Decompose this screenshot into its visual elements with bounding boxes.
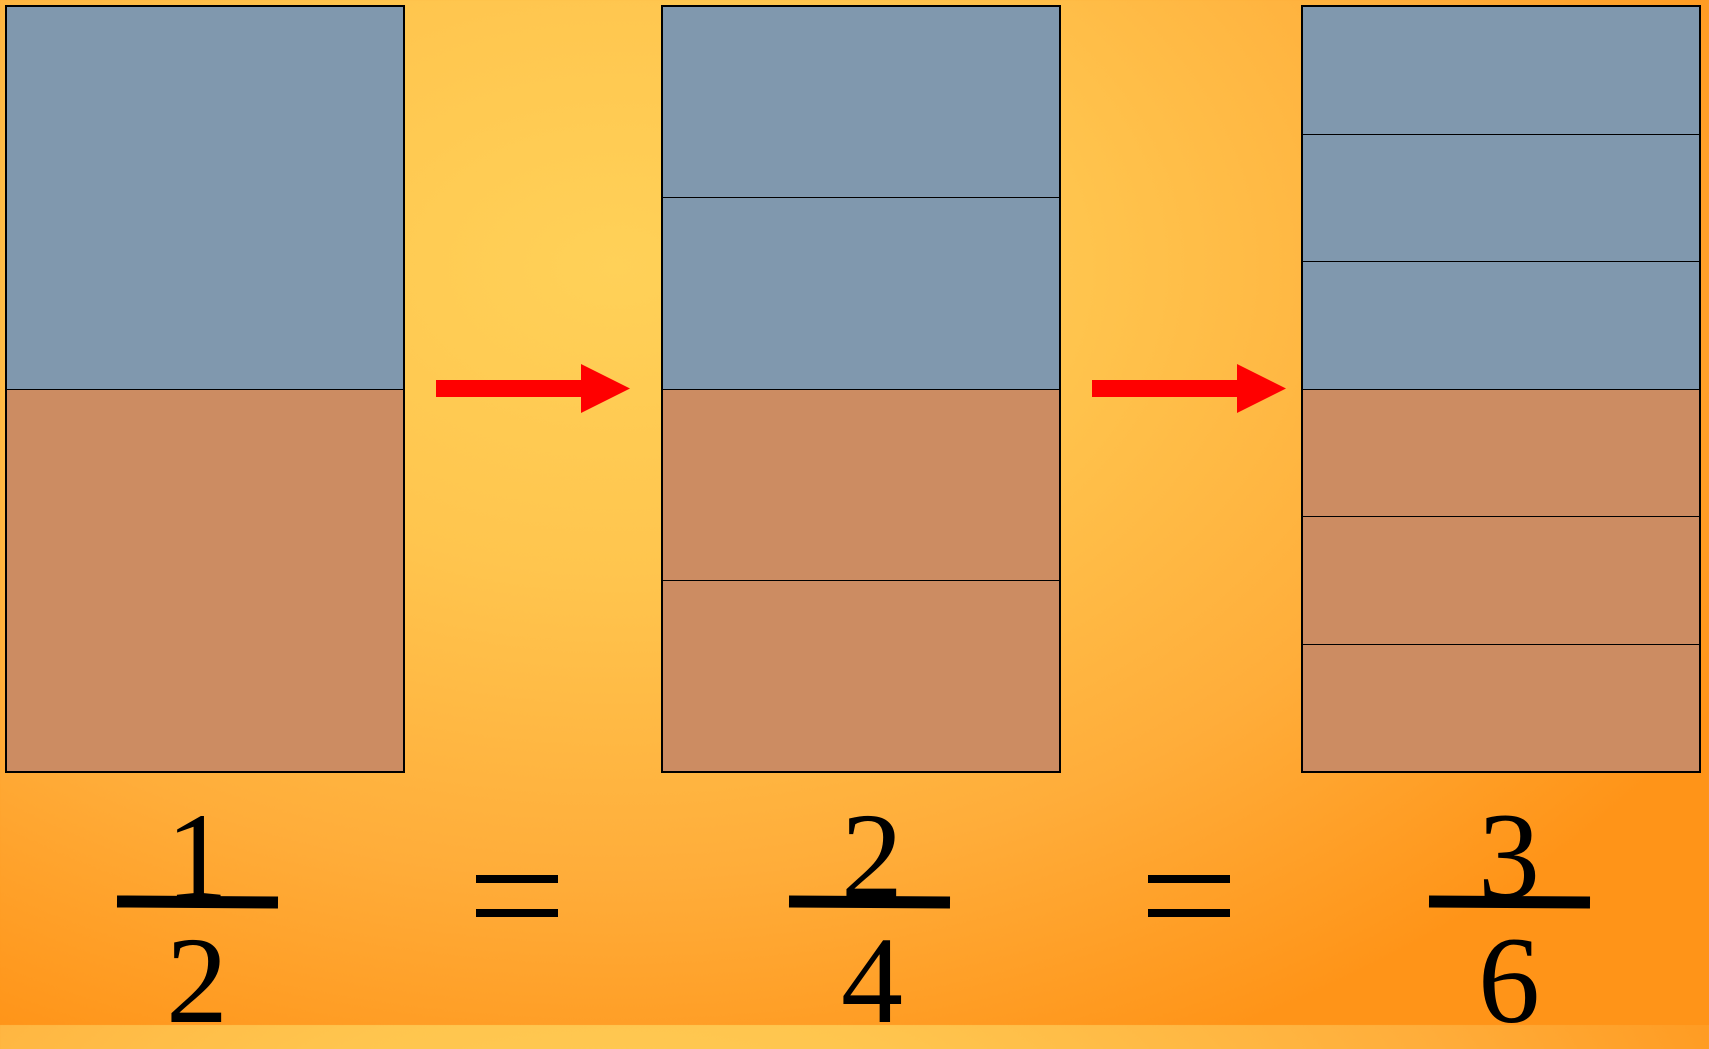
right-arrow-icon [436, 364, 630, 413]
bar-segment-unshaded [1303, 516, 1699, 644]
fraction-bar-quarters [661, 5, 1061, 773]
fraction-vinculum [788, 895, 951, 909]
bar-segment-unshaded [663, 388, 1059, 580]
fraction-bar-sixths [1301, 5, 1701, 773]
fraction-vinculum [1428, 895, 1591, 909]
fraction-vinculum [116, 895, 279, 909]
fraction-three-sixths: 3 6 [1419, 795, 1599, 1043]
bar-segment-shaded [7, 7, 403, 389]
bar-segment-shaded [1303, 261, 1699, 389]
fraction-denominator: 6 [1478, 912, 1540, 1049]
bar-segment-unshaded [7, 388, 403, 771]
bar-segment-shaded [1303, 133, 1699, 261]
fraction-bar-halves [5, 5, 405, 773]
equals-sign [476, 875, 558, 917]
fraction-two-quarters: 2 4 [782, 795, 962, 1043]
bar-segment-unshaded [1303, 388, 1699, 516]
bar-segment-unshaded [1303, 643, 1699, 771]
bar-segment-shaded [663, 197, 1059, 389]
fraction-one-half: 1 2 [107, 795, 287, 1043]
bar-segment-shaded [663, 7, 1059, 198]
right-arrow-icon [1092, 364, 1286, 413]
bar-segment-unshaded [663, 579, 1059, 771]
fraction-denominator: 2 [166, 912, 228, 1049]
fraction-denominator: 4 [841, 912, 903, 1049]
bar-segment-shaded [1303, 7, 1699, 134]
equals-sign [1148, 875, 1230, 917]
